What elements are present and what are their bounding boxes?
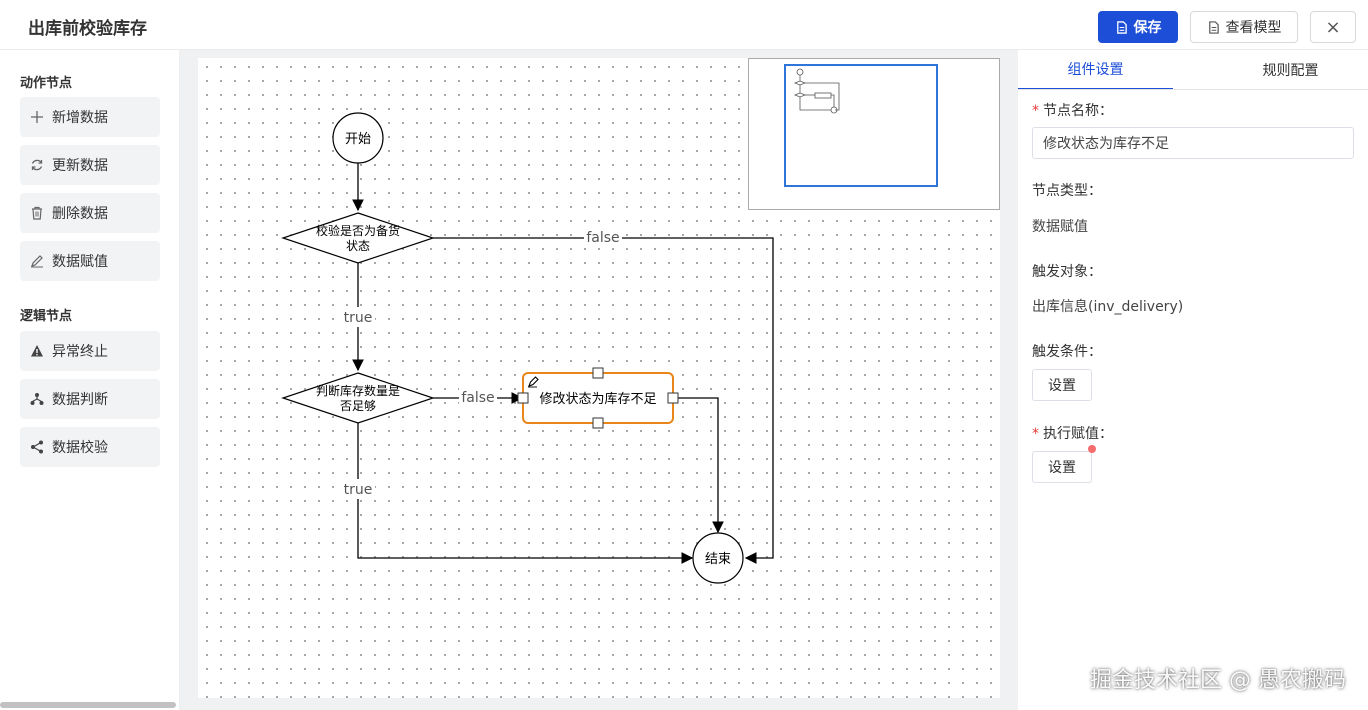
decision-label-line1: 判断库存数量是 [316, 383, 400, 398]
properties-panel: 组件设置 规则配置 *节点名称： 节点类型： 数据赋值 触发对象： 出库信息(i… [1018, 50, 1368, 710]
start-node[interactable]: 开始 [332, 112, 384, 164]
tool-delete-data[interactable]: 删除数据 [20, 193, 160, 233]
end-node[interactable]: 结束 [692, 532, 744, 584]
decision-label-line1: 校验是否为备货 [316, 223, 400, 238]
minimap[interactable] [748, 58, 1000, 210]
tool-abort[interactable]: 异常终止 [20, 331, 160, 371]
node-type-label: 节点类型： [1032, 183, 1102, 199]
close-button[interactable]: × [1310, 11, 1356, 43]
minimap-viewport[interactable] [784, 64, 938, 187]
notification-dot [1088, 445, 1096, 453]
node-name-label: *节点名称： [1032, 100, 1113, 120]
node-type-value: 数据赋值 [1032, 219, 1088, 235]
end-node-label: 结束 [705, 552, 731, 567]
decision-label-line2: 状态 [346, 239, 370, 253]
flow-diagram: false true false true 开始 校验是否为备货 状态 判断库存… [281, 112, 774, 584]
tab-component-settings[interactable]: 组件设置 [1018, 50, 1173, 90]
tab-rule-config[interactable]: 规则配置 [1262, 63, 1319, 79]
decision-node-backup-status[interactable]: 校验是否为备货 状态 [281, 212, 435, 264]
edge-label-false-1: false [586, 230, 619, 246]
document-icon [1116, 20, 1127, 34]
execute-assign-label: *执行赋值： [1032, 423, 1113, 443]
trash-icon [32, 206, 42, 220]
edge-label-true-1: true [344, 310, 373, 326]
execute-assign-label-text: 执行赋值： [1043, 426, 1113, 442]
plus-icon [31, 111, 43, 123]
save-button[interactable]: 保存 [1098, 11, 1178, 43]
tool-label: 数据判断 [52, 392, 108, 408]
start-node-label: 开始 [345, 132, 371, 147]
document-icon [1208, 20, 1219, 34]
node-palette: 动作节点 新增数据 更新数据 删除数据 数据赋值 逻辑节点 异常终止 数据判断 … [0, 50, 180, 710]
decision-node-stock-sufficient[interactable]: 判断库存数量是 否足够 [281, 372, 435, 424]
canvas-area: false true false true 开始 校验是否为备货 状态 判断库存… [180, 50, 1018, 710]
tool-label: 新增数据 [52, 110, 108, 126]
share-icon [31, 440, 43, 454]
horizontal-scrollbar[interactable] [0, 702, 176, 708]
node-handle-left[interactable] [517, 392, 529, 404]
required-marker: * [1032, 103, 1039, 119]
close-icon: × [1325, 16, 1341, 38]
edge-label-false-2: false [461, 390, 494, 406]
tool-assign-data[interactable]: 数据赋值 [20, 241, 160, 281]
top-bar: 出库前校验库存 保存 查看模型 × [0, 0, 1368, 50]
node-handle-bottom[interactable] [592, 417, 604, 429]
action-node-label: 修改状态为库存不足 [539, 391, 656, 407]
decision-label-line2: 否足够 [340, 399, 376, 413]
view-model-button-label: 查看模型 [1225, 20, 1282, 36]
watermark: 掘金技术社区 @ 愚农搬码 [1090, 668, 1346, 693]
tool-label: 删除数据 [52, 206, 108, 222]
refresh-icon [31, 159, 43, 171]
tool-label: 数据校验 [52, 440, 108, 456]
trigger-condition-label: 触发条件： [1032, 344, 1102, 360]
pencil-icon [528, 376, 539, 388]
action-section-title: 动作节点 [20, 76, 73, 91]
trigger-object-value: 出库信息(inv_delivery) [1032, 299, 1184, 315]
tool-add-data[interactable]: 新增数据 [20, 97, 160, 137]
tool-data-decision[interactable]: 数据判断 [20, 379, 160, 419]
edge-decision2-true [357, 423, 694, 564]
page-title: 出库前校验库存 [28, 19, 147, 39]
view-model-button[interactable]: 查看模型 [1190, 11, 1298, 43]
edge-action-to-end [673, 397, 724, 534]
tool-label: 更新数据 [52, 158, 108, 174]
execute-assign-settings-button[interactable]: 设置 [1032, 451, 1092, 483]
edge-label-true-2: true [344, 482, 373, 498]
tool-label: 异常终止 [52, 344, 108, 360]
logic-section-title: 逻辑节点 [20, 309, 73, 324]
node-handle-top[interactable] [592, 367, 604, 379]
tool-update-data[interactable]: 更新数据 [20, 145, 160, 185]
node-name-label-text: 节点名称： [1043, 103, 1113, 119]
trigger-condition-settings-button[interactable]: 设置 [1032, 369, 1092, 401]
tab-divider [1018, 89, 1368, 90]
tool-label: 数据赋值 [52, 254, 108, 270]
save-button-label: 保存 [1133, 20, 1162, 36]
warning-icon [31, 345, 43, 357]
node-name-input[interactable] [1032, 127, 1354, 159]
node-handle-right[interactable] [667, 392, 679, 404]
minimap-preview [793, 68, 840, 114]
action-node-set-stock-insufficient[interactable]: 修改状态为库存不足 [517, 367, 679, 429]
pencil-icon [31, 255, 43, 268]
branch-icon [30, 393, 44, 405]
trigger-object-label: 触发对象： [1032, 264, 1102, 280]
tool-data-validation[interactable]: 数据校验 [20, 427, 160, 467]
required-marker: * [1032, 426, 1039, 442]
